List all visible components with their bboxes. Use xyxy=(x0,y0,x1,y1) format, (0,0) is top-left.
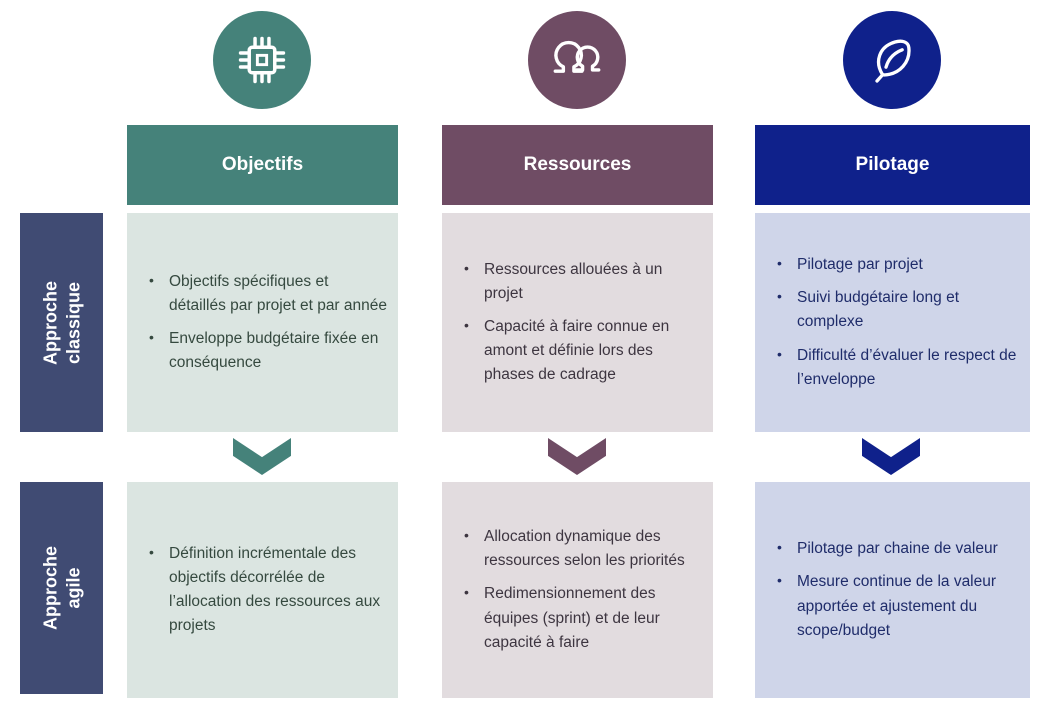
bullet-item: Allocation dynamique des ressources selo… xyxy=(460,525,703,573)
row-label-line: Approche xyxy=(40,280,60,365)
bullet-item: Suivi budgétaire long et complexe xyxy=(773,286,1020,334)
column-title: Ressources xyxy=(523,154,632,175)
bullet-list: Objectifs spécifiques et détaillés par p… xyxy=(145,261,388,384)
cell-agile-pilotage: Pilotage par chaine de valeur Mesure con… xyxy=(755,482,1030,698)
cell-agile-objectifs: Définition incrémentale des objectifs dé… xyxy=(127,482,398,698)
bullet-list: Définition incrémentale des objectifs dé… xyxy=(145,533,388,647)
row-label-line: classique xyxy=(62,281,83,364)
bullet-list: Ressources allouées à un projet Capacité… xyxy=(460,249,703,396)
bullet-list: Pilotage par chaine de valeur Mesure con… xyxy=(773,528,1020,651)
chevron-down-icon xyxy=(862,438,920,475)
cell-classique-objectifs: Objectifs spécifiques et détaillés par p… xyxy=(127,213,398,432)
column-title: Objectifs xyxy=(221,154,304,175)
bullet-item: Mesure continue de la valeur apportée et… xyxy=(773,570,1020,642)
cell-classique-ressources: Ressources allouées à un projet Capacité… xyxy=(442,213,713,432)
bullet-list: Pilotage par projet Suivi budgétaire lon… xyxy=(773,244,1020,400)
row-label-line: agile xyxy=(62,567,83,609)
bullet-item: Difficulté d’évaluer le respect de l’env… xyxy=(773,344,1020,392)
bullet-item: Définition incrémentale des objectifs dé… xyxy=(145,542,388,638)
leaf-icon xyxy=(862,30,922,90)
chip-icon xyxy=(233,31,291,89)
cell-classique-pilotage: Pilotage par projet Suivi budgétaire lon… xyxy=(755,213,1030,432)
bullet-list: Allocation dynamique des ressources selo… xyxy=(460,516,703,663)
bullet-item: Ressources allouées à un projet xyxy=(460,258,703,306)
cell-agile-ressources: Allocation dynamique des ressources selo… xyxy=(442,482,713,698)
column-header-ressources: Ressources xyxy=(442,125,713,205)
objectifs-circle xyxy=(213,11,311,109)
row-label-approche-classique: Approche classique xyxy=(20,213,103,432)
row-label-line: Approche xyxy=(40,546,60,631)
chevron-down-icon xyxy=(548,438,606,475)
column-header-objectifs: Objectifs xyxy=(127,125,398,205)
bullet-item: Objectifs spécifiques et détaillés par p… xyxy=(145,270,388,318)
bullet-item: Redimensionnement des équipes (sprint) e… xyxy=(460,582,703,654)
bullet-item: Enveloppe budgétaire fixée en conséquenc… xyxy=(145,327,388,375)
chevron-down-icon xyxy=(233,438,291,475)
column-title: Pilotage xyxy=(855,154,930,175)
bullet-item: Pilotage par projet xyxy=(773,253,1020,277)
column-header-pilotage: Pilotage xyxy=(755,125,1030,205)
people-icon xyxy=(546,29,608,91)
ressources-circle xyxy=(528,11,626,109)
bullet-item: Pilotage par chaine de valeur xyxy=(773,537,1020,561)
bullet-item: Capacité à faire connue en amont et défi… xyxy=(460,315,703,387)
row-label-approche-agile: Approche agile xyxy=(20,482,103,694)
pilotage-circle xyxy=(843,11,941,109)
